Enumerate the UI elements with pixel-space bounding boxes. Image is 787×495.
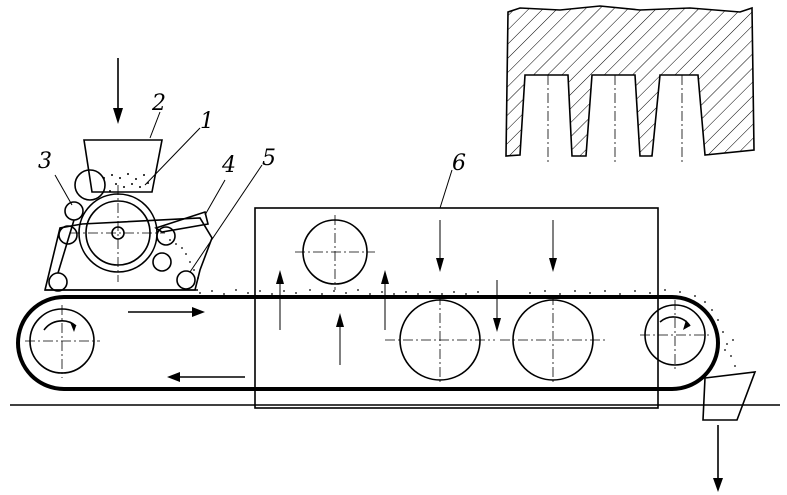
guide-roller-5 (176, 270, 196, 290)
conveyor-belt (16, 295, 720, 391)
label-5: 5 (262, 146, 276, 171)
guide-roller-b (48, 272, 68, 292)
hopper-powder (103, 173, 149, 192)
scraper (154, 210, 209, 233)
scraper-powder (169, 239, 199, 279)
guide-roller-a (58, 225, 78, 245)
label-3: 3 (38, 149, 52, 174)
mold-detail (505, 5, 755, 165)
guide-roller-d (152, 252, 172, 272)
rotation-arrow-left (43, 320, 77, 331)
leader-lines (54, 111, 453, 273)
feeder-body (43, 217, 213, 291)
material-layer (199, 289, 736, 367)
hopper-roller (74, 169, 106, 201)
label-2: 2 (151, 91, 166, 116)
feeder-unit (43, 58, 213, 292)
hopper (83, 139, 163, 193)
label-6: 6 (452, 151, 466, 176)
press-unit (254, 207, 659, 409)
collector-bin (702, 371, 757, 492)
label-4: 4 (221, 153, 236, 178)
label-1: 1 (200, 109, 214, 134)
press-frame (254, 207, 659, 409)
guide-roller-3 (64, 201, 84, 221)
